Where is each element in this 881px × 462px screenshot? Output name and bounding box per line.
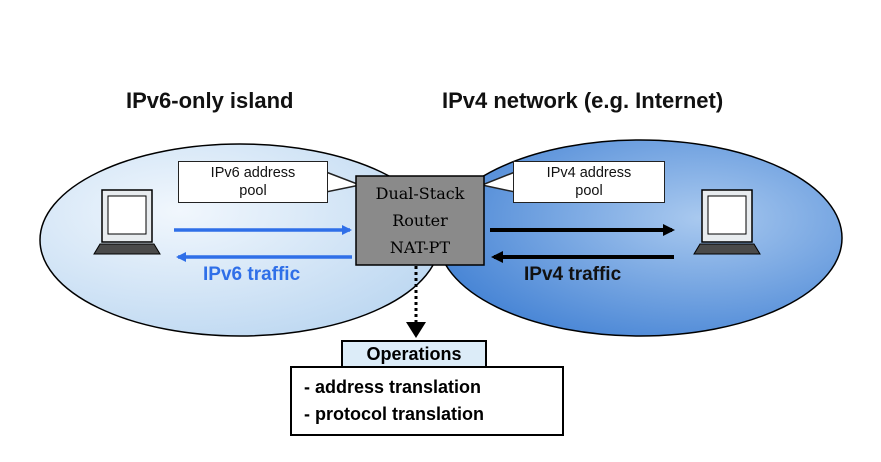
operations-box: - address translation - protocol transla… xyxy=(290,366,564,436)
ipv4-pool-line2: pool xyxy=(575,183,603,199)
ipv4-traffic-label: IPv4 traffic xyxy=(524,264,622,285)
ipv4-address-pool-callout: IPv4 address pool xyxy=(513,161,665,203)
ipv6-traffic-label: IPv6 traffic xyxy=(203,264,301,285)
operation-item: - protocol translation xyxy=(304,404,484,424)
router-line3: NAT-PT xyxy=(389,238,451,257)
router-box xyxy=(355,175,485,266)
operations-arrowhead xyxy=(406,322,426,338)
router-line2: Router xyxy=(392,211,448,230)
router-label: Dual-Stack Router NAT-PT xyxy=(356,180,484,261)
ipv6-pool-line1: IPv6 address xyxy=(210,165,296,181)
ipv4-pool-line1: IPv4 address xyxy=(546,165,632,181)
operation-item: - address translation xyxy=(304,377,482,397)
ipv6-island-title: IPv6-only island xyxy=(126,88,294,113)
laptop-icon xyxy=(693,189,761,255)
laptop-icon xyxy=(93,189,161,255)
ipv6-address-pool-callout: IPv6 address pool xyxy=(178,161,328,203)
router-line1: Dual-Stack xyxy=(375,184,465,203)
ipv6-pool-line2: pool xyxy=(239,183,267,199)
ipv4-network-title: IPv4 network (e.g. Internet) xyxy=(442,88,724,113)
operations-title: Operations xyxy=(341,340,487,368)
